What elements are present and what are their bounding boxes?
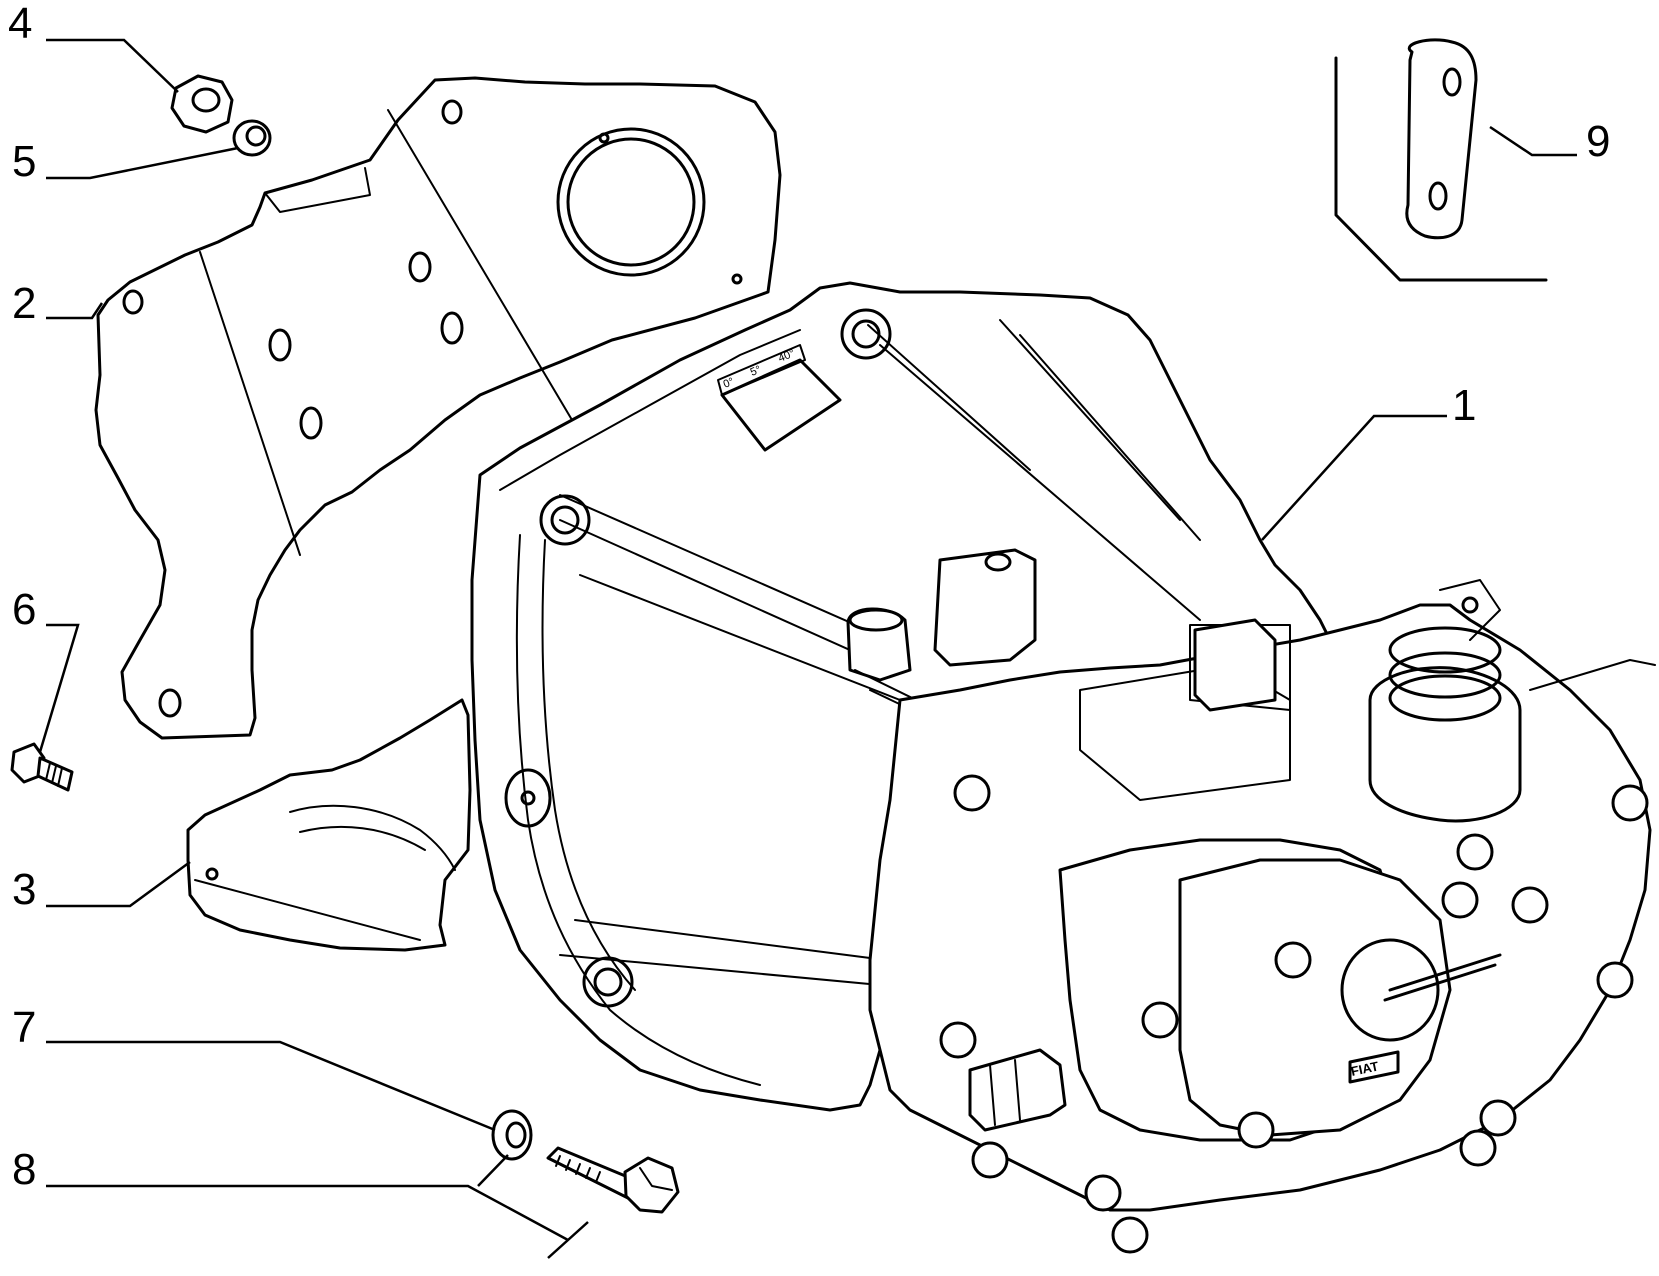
part-1-gearbox [470,281,1656,1254]
logo-plate-text: FIAT [1350,1058,1380,1078]
part-7-washer [491,1109,533,1161]
casing-mark-5: 5° [749,364,763,379]
leader-lines [38,38,1577,1259]
part-6-bolt [10,742,74,792]
callout-4: 4 [8,0,33,48]
casing-mark-0: 0° [722,376,736,391]
gearbox-bolts [939,774,1649,1254]
part-2-cover-plate [94,76,782,740]
callout-5: 5 [12,137,37,186]
part-8-hex-bolt [546,1146,680,1214]
part-9-plate [1334,38,1548,282]
callout-8: 8 [12,1145,37,1194]
callout-9: 9 [1586,117,1611,166]
callout-1: 1 [1452,381,1477,430]
part-4-hex-nut [170,74,234,134]
callout-6: 6 [12,585,37,634]
callout-7: 7 [12,1003,37,1052]
casing-mark-40: 40° [777,347,797,364]
part-5-washer [232,119,272,157]
part-3-lower-shield [186,698,472,952]
callout-2: 2 [12,279,37,328]
callout-3: 3 [12,865,37,914]
